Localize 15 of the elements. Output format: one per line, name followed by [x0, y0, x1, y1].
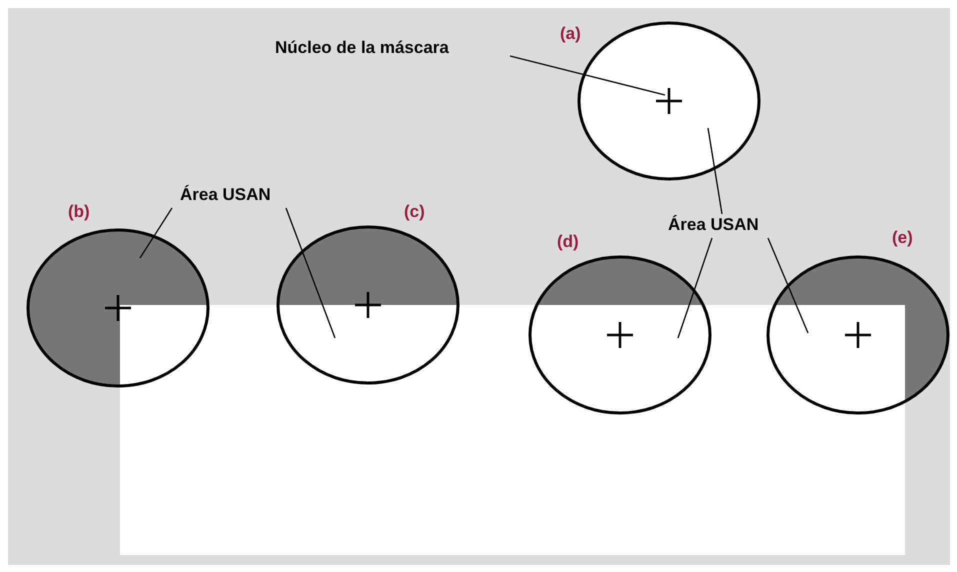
leader-line	[285, 208, 336, 338]
panel-letter: (a)	[560, 24, 581, 44]
panel-letter: (b)	[68, 202, 90, 222]
annotation-label: Núcleo de la máscara	[275, 38, 449, 58]
annotation-label: Área USAN	[180, 185, 271, 205]
nucleus-cross	[654, 86, 684, 116]
leader-line	[707, 128, 723, 214]
mask-circle	[765, 254, 951, 416]
panel-letter: (d)	[557, 232, 579, 252]
annotation-label: Área USAN	[668, 215, 759, 235]
panel-letter: (e)	[892, 228, 913, 248]
panel-letter: (c)	[404, 202, 425, 222]
leader-line	[139, 208, 173, 258]
leader-line	[510, 55, 666, 96]
leader-line	[767, 238, 809, 334]
